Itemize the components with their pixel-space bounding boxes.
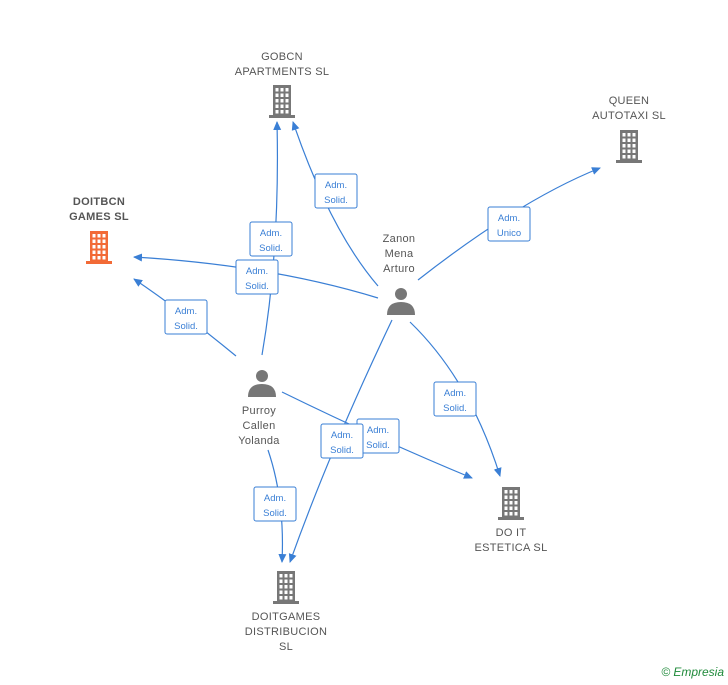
- relation-line2: Solid.: [245, 281, 269, 292]
- node-label-line: Purroy: [242, 405, 276, 417]
- node-label-line: AUTOTAXI SL: [592, 110, 666, 122]
- building-icon: [269, 85, 295, 118]
- node-label-line: SL: [279, 641, 293, 653]
- node-label-line: DOITBCN: [73, 196, 125, 208]
- relation-line1: Adm.: [367, 425, 389, 436]
- relation-line2: Solid.: [443, 403, 467, 414]
- node-label-line: GAMES SL: [69, 211, 129, 223]
- relation-line2: Solid.: [259, 243, 283, 254]
- relation-line1: Adm.: [175, 306, 197, 317]
- node-gobcn[interactable]: GOBCN APARTMENTS SL: [235, 51, 330, 118]
- node-queen[interactable]: QUEEN AUTOTAXI SL: [592, 95, 666, 163]
- node-label-line: QUEEN: [609, 95, 650, 107]
- relation-label-zanon-gobcn[interactable]: Adm. Solid.: [314, 173, 358, 209]
- node-doitgames[interactable]: DOITGAMES DISTRIBUCION SL: [245, 571, 327, 653]
- node-label-line: Yolanda: [238, 435, 280, 447]
- relation-line2: Solid.: [366, 440, 390, 451]
- node-doit-estetica[interactable]: DO IT ESTETICA SL: [475, 487, 548, 554]
- relation-line1: Adm.: [246, 266, 268, 277]
- relation-line2: Solid.: [324, 195, 348, 206]
- relation-line1: Adm.: [444, 388, 466, 399]
- node-doitbcn[interactable]: DOITBCN GAMES SL: [69, 196, 129, 264]
- node-label-line: APARTMENTS SL: [235, 66, 330, 78]
- relation-line1: Adm.: [260, 228, 282, 239]
- copyright-icon: ©: [661, 665, 671, 679]
- relation-label-zanon-queen[interactable]: Adm. Unico: [487, 206, 531, 242]
- relation-label-purroy-doitgames[interactable]: Adm. Solid.: [253, 486, 297, 522]
- node-label-line: DO IT: [496, 527, 527, 539]
- person-icon: [387, 288, 415, 315]
- node-label-line: Callen: [243, 420, 276, 432]
- brand-watermark: ©Empresia: [661, 665, 724, 679]
- relation-label-purroy-doitbcn[interactable]: Adm. Solid.: [164, 299, 208, 335]
- relation-line1: Adm.: [331, 430, 353, 441]
- node-label-line: DOITGAMES: [252, 611, 321, 623]
- edge-zanon-gobcn: [291, 121, 379, 287]
- relation-line1: Adm.: [325, 180, 347, 191]
- node-label-line: ESTETICA SL: [475, 542, 548, 554]
- building-icon: [616, 130, 642, 163]
- building-icon: [86, 231, 112, 264]
- relation-label-zanon-doitgames[interactable]: Adm. Solid.: [320, 423, 364, 459]
- edges: [133, 121, 601, 563]
- node-label-line: Mena: [385, 248, 414, 260]
- relation-label-purroy-gobcn[interactable]: Adm. Solid.: [249, 221, 293, 257]
- relation-label-zanon-doitbcn[interactable]: Adm. Solid.: [235, 259, 279, 295]
- relation-label-zanon-doit-estetica[interactable]: Adm. Solid.: [433, 381, 477, 417]
- relation-line2: Unico: [497, 228, 521, 239]
- relation-line2: Solid.: [174, 321, 198, 332]
- node-label-line: DISTRIBUCION: [245, 626, 327, 638]
- relation-line1: Adm.: [264, 493, 286, 504]
- person-icon: [248, 370, 276, 397]
- building-icon: [273, 571, 299, 604]
- node-label-line: Zanon: [383, 233, 416, 245]
- relation-line2: Solid.: [263, 508, 287, 519]
- node-label-line: Arturo: [383, 263, 415, 275]
- relation-line1: Adm.: [498, 213, 520, 224]
- relation-line2: Solid.: [330, 445, 354, 456]
- brand-name: Empresia: [673, 665, 724, 679]
- node-label-line: GOBCN: [261, 51, 303, 63]
- node-purroy[interactable]: Purroy Callen Yolanda: [238, 370, 280, 447]
- building-icon: [498, 487, 524, 520]
- node-zanon[interactable]: Zanon Mena Arturo: [383, 233, 416, 315]
